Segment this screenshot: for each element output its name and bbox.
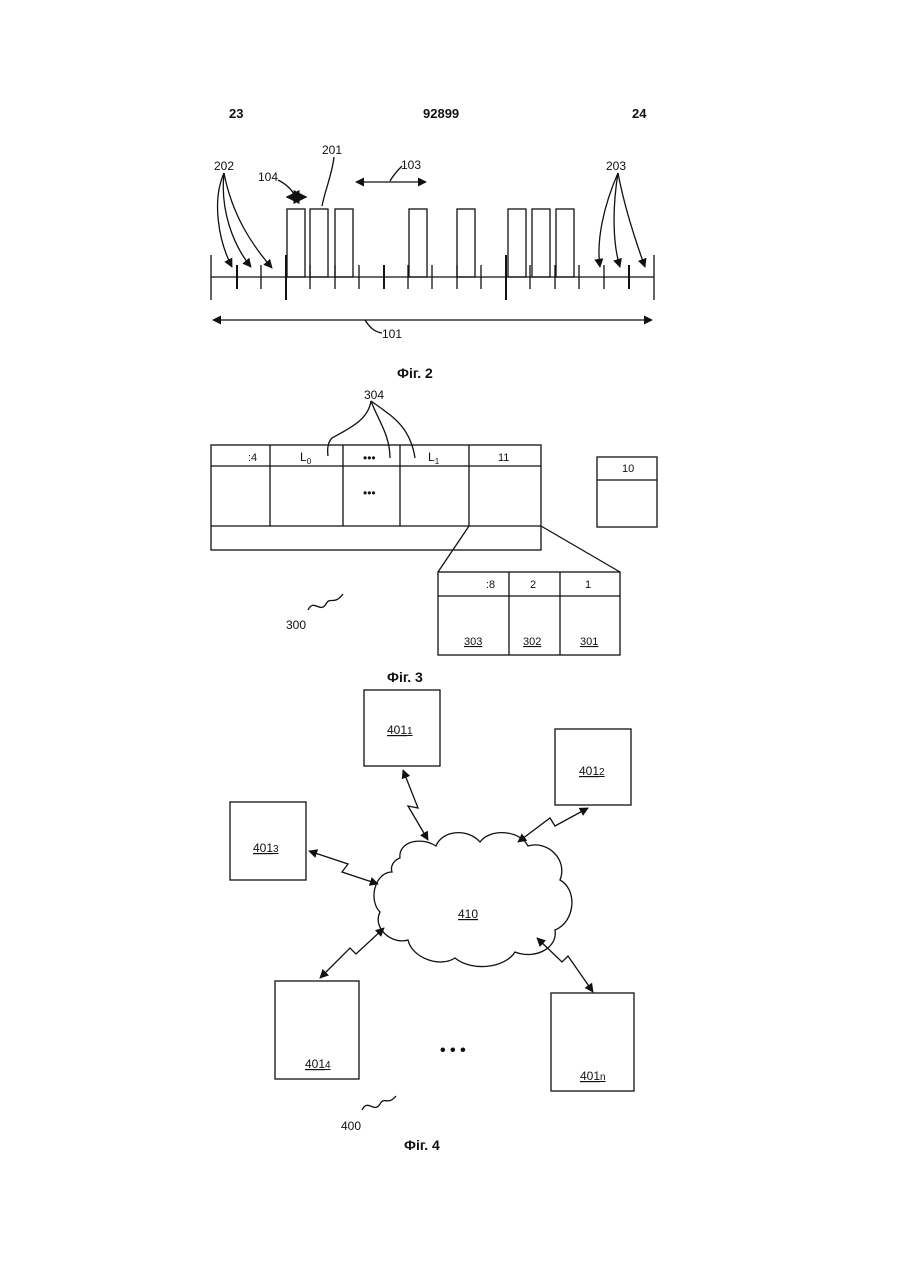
fig4-ref-squiggle (362, 1096, 396, 1110)
fig3-box-10-label: 10 (622, 463, 634, 475)
fig2-leader (278, 180, 295, 196)
fig4-node-3-label: 4013 (253, 841, 279, 855)
fig3-cell-11: 11 (498, 452, 509, 464)
fig3-cell-302: 302 (523, 636, 541, 648)
fig2-pulse (457, 209, 475, 277)
fig3-caption: Фіг. 3 (387, 669, 423, 685)
fig2-label-202: 202 (214, 159, 234, 173)
fig3-label-304: 304 (364, 388, 384, 402)
fig4-cloud (374, 833, 572, 967)
fig3-cell-301: 301 (580, 636, 598, 648)
fig4-node-4-label: 4014 (305, 1057, 331, 1071)
fig4-node-2-main: 401 (579, 764, 599, 778)
fig3-cell-2: 2 (530, 579, 536, 591)
fig2-label-103: 103 (401, 158, 421, 172)
fig4-node-n-main: 401 (580, 1069, 600, 1083)
fig4-link-3 (309, 851, 378, 884)
fig3-cell-303: 303 (464, 636, 482, 648)
fig2-ref-arrow (218, 173, 232, 267)
fig3-body-dots: ••• (363, 486, 376, 500)
fig2-label-101: 101 (382, 327, 402, 341)
fig2-caption: Фіг. 2 (397, 365, 433, 381)
fig3-cell-l1-sub: 1 (435, 457, 440, 466)
fig3-cell-l0-sub: 0 (307, 457, 312, 466)
fig4-node-1-sub: 1 (407, 726, 413, 737)
fig4-node-3-main: 401 (253, 841, 273, 855)
fig3-leader (371, 401, 415, 458)
fig2-ref-arrow (614, 173, 620, 267)
fig3-cell-1: 1 (585, 579, 591, 591)
fig4-node-2-sub: 2 (599, 767, 605, 778)
fig3-leader (371, 401, 390, 458)
fig3-frame (211, 445, 541, 550)
fig3-cell-dots: ••• (363, 451, 376, 465)
fig4-cloud-label: 410 (458, 907, 478, 921)
fig4-caption: Фіг. 4 (404, 1137, 440, 1153)
fig4-node-n-sub: n (600, 1072, 606, 1083)
fig2-ref-arrow (618, 173, 645, 267)
fig2-pulse (335, 209, 353, 277)
fig3-leader (328, 401, 371, 456)
fig4-diagram (230, 690, 634, 1110)
fig4-more-nodes-dots: • • • (440, 1042, 466, 1059)
fig2-leader (365, 320, 382, 333)
fig3-label-300: 300 (286, 618, 306, 632)
fig4-link-4 (320, 928, 384, 978)
fig3-ref-squiggle (308, 594, 343, 610)
fig4-link-2 (518, 808, 588, 842)
fig2-pulse (409, 209, 427, 277)
fig2-pulse (287, 209, 305, 277)
fig4-label-400: 400 (341, 1119, 361, 1133)
fig2-ref-arrow (224, 173, 272, 268)
fig3-cell-4: :4 (248, 452, 257, 464)
fig3-zoom-line (438, 526, 469, 572)
fig3-diagram (211, 401, 657, 655)
fig3-cell-8: :8 (486, 579, 495, 591)
fig4-node-n-label: 401n (580, 1069, 606, 1083)
fig3-cell-l0: L0 (300, 450, 312, 466)
fig3-cell-l1: L1 (428, 450, 440, 466)
fig2-pulse (532, 209, 550, 277)
fig2-pulse (508, 209, 526, 277)
fig4-node-4-main: 401 (305, 1057, 325, 1071)
fig4-node-3-sub: 3 (273, 844, 279, 855)
fig4-node-1-label: 4011 (387, 723, 413, 737)
fig2-pulse (310, 209, 328, 277)
fig2-ref-arrow (599, 173, 618, 267)
fig2-label-201: 201 (322, 143, 342, 157)
fig4-link-1 (403, 770, 428, 840)
fig2-label-104: 104 (258, 170, 278, 184)
fig2-leader (322, 157, 334, 206)
fig4-link-n (537, 938, 593, 992)
fig3-zoom-line (541, 526, 620, 572)
fig4-node-2-label: 4012 (579, 764, 605, 778)
fig4-node-1-main: 401 (387, 723, 407, 737)
fig2-pulse (556, 209, 574, 277)
fig2-label-203: 203 (606, 159, 626, 173)
fig4-node-4-sub: 4 (325, 1060, 331, 1071)
